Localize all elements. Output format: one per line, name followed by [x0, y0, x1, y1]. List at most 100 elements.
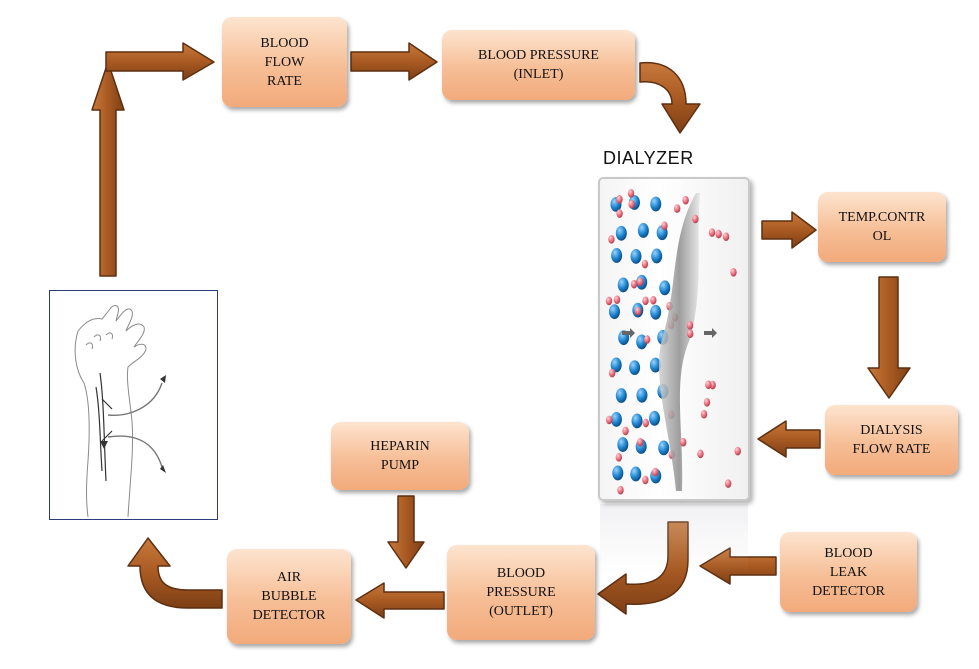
red-particle [643, 335, 651, 344]
blood-flow-rate-box: BLOOD FLOW RATE [222, 17, 347, 107]
red-particle [613, 295, 621, 305]
red-particle [708, 228, 716, 237]
blue-particle [649, 357, 661, 373]
red-particle [673, 204, 681, 213]
blood-pressure-inlet-label: BLOOD PRESSURE (INLET) [478, 48, 599, 82]
red-particle [715, 229, 722, 239]
blue-particle [615, 225, 627, 241]
red-particle [636, 437, 644, 447]
arrow-curve-to-arm [127, 537, 223, 609]
air-bubble-detector-label: AIR BUBBLE DETECTOR [252, 570, 326, 623]
blue-particle [658, 440, 670, 456]
red-particle [700, 409, 708, 419]
blue-particle [617, 437, 629, 452]
arrow-curve-to-outlet [597, 521, 689, 615]
red-particle [616, 194, 623, 204]
arterial-tube-arrow [160, 375, 166, 383]
finger-lines [85, 332, 113, 350]
blue-particle [651, 248, 663, 264]
red-particle [703, 397, 711, 407]
red-particle [687, 329, 694, 339]
diffusion-arrow-left [622, 328, 635, 338]
red-particle [641, 259, 649, 269]
hand-outline [77, 305, 147, 518]
dialyzer-reflection [600, 504, 748, 574]
diffusion-arrow-right [704, 328, 717, 338]
red-particle [652, 467, 659, 477]
dialyzer-title: DIALYZER [603, 148, 694, 168]
blue-particle [631, 413, 643, 429]
red-particle [630, 279, 638, 289]
blood-pressure-outlet-label: BLOOD PRESSURE (OUTLET) [486, 566, 556, 619]
fistula-vessel [99, 372, 107, 482]
blue-particle [650, 304, 662, 320]
red-particle [642, 418, 650, 428]
arrow-to-dialyzer-left [757, 420, 821, 458]
dialyzer-membrane [659, 193, 700, 491]
blue-particle [615, 388, 627, 403]
fistula-vessel-2 [95, 386, 103, 472]
red-particle [627, 188, 635, 198]
red-particle [616, 209, 623, 218]
arrow-to-temp-control [761, 211, 817, 249]
red-particle [734, 446, 741, 456]
red-particle [605, 296, 613, 306]
dialysis-flow-rate-box: DIALYSIS FLOW RATE [825, 405, 958, 475]
dialyzer-illustration [598, 177, 750, 501]
blue-particle [630, 248, 642, 264]
red-particle [615, 453, 623, 462]
arrow-arm-up [91, 61, 125, 277]
venous-tube [107, 435, 163, 468]
blue-particle [611, 248, 623, 263]
heparin-pump-label: HEPARIN PUMP [370, 439, 430, 473]
red-particle [679, 437, 687, 447]
red-particle [628, 199, 635, 209]
needle-line [101, 398, 113, 442]
temp-control-box: TEMP.CONTR OL [818, 192, 946, 262]
red-particle [692, 214, 699, 224]
blue-particle [659, 280, 671, 296]
red-particle [642, 475, 649, 485]
patient-arm-illustration [49, 290, 218, 520]
arterial-tube [107, 382, 163, 416]
red-particle [622, 426, 629, 436]
temp-control-label: TEMP.CONTR OL [838, 210, 926, 244]
blue-particle [650, 196, 662, 212]
arrow-to-blood-flow-rate [105, 42, 215, 81]
blue-particle [649, 410, 661, 426]
air-bubble-detector-box: AIR BUBBLE DETECTOR [227, 549, 351, 644]
arrow-to-pressure-inlet [350, 42, 438, 81]
blood-leak-detector-box: BLOOD LEAK DETECTOR [780, 532, 917, 612]
red-particle [661, 221, 668, 231]
blue-particle [630, 466, 642, 482]
red-particle [608, 368, 616, 378]
blood-flow-rate-label: BLOOD FLOW RATE [260, 35, 309, 89]
red-particle [682, 195, 689, 205]
red-particle [730, 268, 737, 277]
red-particle [617, 485, 624, 495]
red-particle [650, 295, 657, 305]
arrow-down-to-dialysis-flow [867, 276, 911, 399]
arrow-curve-to-dialyzer [639, 61, 701, 134]
red-particle [634, 306, 642, 316]
blue-particle [610, 357, 622, 373]
red-particle [605, 415, 613, 425]
red-particle [724, 479, 732, 488]
blue-particle [610, 411, 622, 427]
blue-particle [612, 465, 624, 481]
red-particle [686, 321, 694, 330]
red-particle [642, 296, 649, 306]
red-particle [722, 232, 730, 242]
dialysis-flow-rate-label: DIALYSIS FLOW RATE [852, 423, 931, 457]
arrow-to-air-bubble [355, 582, 445, 619]
heparin-pump-box: HEPARIN PUMP [331, 422, 469, 490]
red-particle [637, 277, 644, 287]
arm-down-arrow [100, 441, 108, 449]
blue-particle [637, 223, 649, 238]
forearm-outline [74, 330, 90, 518]
blood-leak-detector-label: BLOOD LEAK DETECTOR [812, 545, 885, 599]
blood-pressure-outlet-box: BLOOD PRESSURE (OUTLET) [447, 545, 595, 640]
blue-particle [608, 304, 620, 320]
blue-particle [617, 277, 629, 293]
